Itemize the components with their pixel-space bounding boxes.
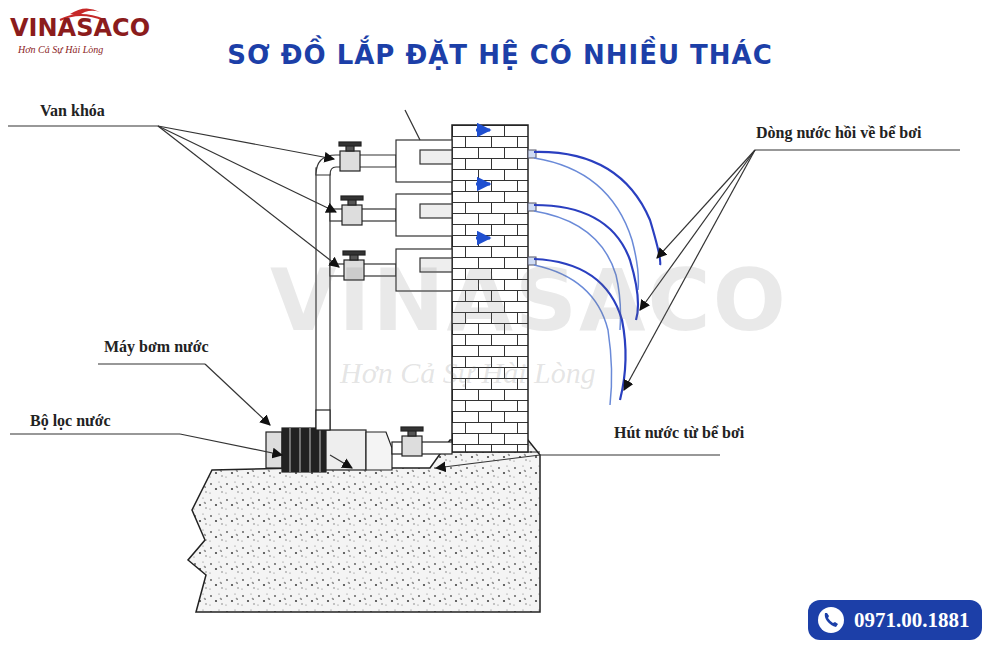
logo-text: VINASACO bbox=[10, 14, 150, 42]
phone-badge: 0971.00.1881 bbox=[808, 600, 982, 640]
return-flow-label: Dòng nước hồi về bể bơi bbox=[756, 124, 922, 142]
filter-label: Bộ lọc nước bbox=[30, 412, 111, 430]
filter-pump bbox=[266, 410, 452, 472]
logo-tagline: Hơn Cả Sự Hài Lòng bbox=[18, 44, 103, 55]
phone-icon bbox=[816, 605, 846, 635]
leader-lines bbox=[8, 126, 960, 468]
phone-number: 0971.00.1881 bbox=[854, 606, 970, 634]
pump-label: Máy bơm nước bbox=[104, 338, 209, 356]
watermark-tagline: Hơn Cả Sự Hài Lòng bbox=[340, 356, 596, 390]
diagram-title: SƠ ĐỒ LẮP ĐẶT HỆ CÓ NHIỀU THÁC bbox=[0, 40, 1000, 70]
suction-label: Hút nước từ bể bơi bbox=[614, 424, 744, 442]
waterfall-outlets bbox=[528, 150, 536, 265]
valve-label: Van khóa bbox=[40, 102, 105, 120]
watermark-text: VINASACO bbox=[270, 250, 788, 350]
flow-arrows bbox=[476, 130, 490, 238]
